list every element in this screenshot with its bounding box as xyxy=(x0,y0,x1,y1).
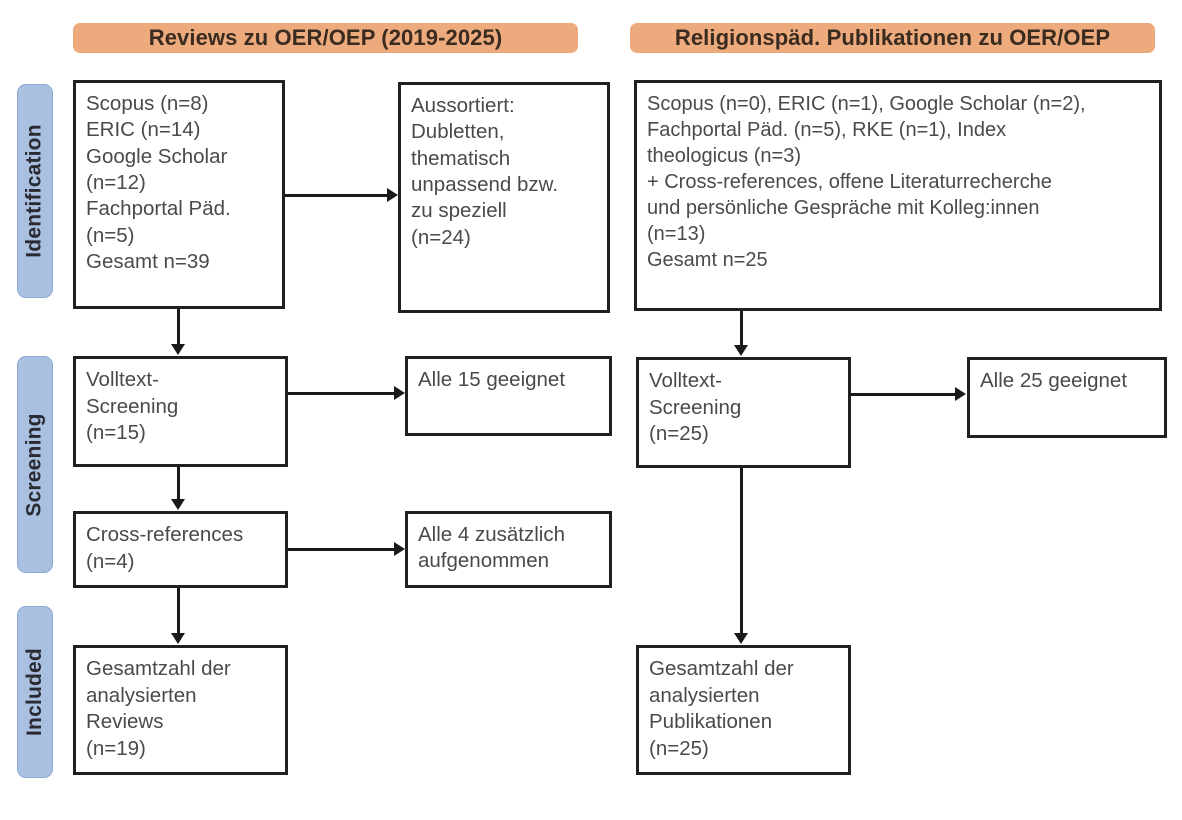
box-reviews-crossrefs-text: Cross-references (n=4) xyxy=(86,523,244,573)
box-reviews-crossrefs: Cross-references (n=4) xyxy=(73,511,288,588)
box-reviews-crossrefs-result-text: Alle 4 zusätzlich aufgenommen xyxy=(418,523,565,573)
column-header-reviews-label: Reviews zu OER/OEP (2019-2025) xyxy=(148,25,503,50)
box-reviews-excluded: Aussortiert: Dubletten, thematisch unpas… xyxy=(398,82,610,313)
box-reviews-crossrefs-result: Alle 4 zusätzlich aufgenommen xyxy=(405,511,612,588)
box-religionspaed-included-total: Gesamtzahl der analysierten Publikatione… xyxy=(636,645,851,775)
connector-reviews-sources-to-fulltext xyxy=(177,309,180,345)
connector-reviews-fulltext-to-result xyxy=(288,392,395,395)
box-religionspaed-sources-text: Scopus (n=0), ERIC (n=1), Google Scholar… xyxy=(647,93,1086,271)
box-religionspaed-sources: Scopus (n=0), ERIC (n=1), Google Scholar… xyxy=(634,80,1162,311)
column-header-religionspaed-label: Religionspäd. Publikationen zu OER/OEP xyxy=(674,25,1111,50)
box-reviews-fulltext-text: Volltext- Screening (n=15) xyxy=(86,368,179,445)
box-reviews-excluded-text: Aussortiert: Dubletten, thematisch unpas… xyxy=(411,94,559,249)
column-header-religionspaed: Religionspäd. Publikationen zu OER/OEP xyxy=(630,23,1155,53)
connector-reviews-fulltext-to-crossrefs xyxy=(177,467,180,500)
arrowhead-reviews-fulltext-to-crossrefs xyxy=(171,499,185,510)
arrowhead-reviews-sources-to-excluded xyxy=(387,188,398,202)
box-religionspaed-fulltext-result: Alle 25 geeignet xyxy=(967,357,1167,438)
arrowhead-religionspaed-sources-to-fulltext xyxy=(734,345,748,356)
connector-reviews-sources-to-excluded xyxy=(285,194,388,197)
box-religionspaed-fulltext: Volltext- Screening (n=25) xyxy=(636,357,851,468)
connector-religionspaed-sources-to-fulltext xyxy=(740,311,743,346)
stage-pill-identification: Identification xyxy=(17,84,53,298)
arrowhead-reviews-crossrefs-to-result xyxy=(394,542,405,556)
arrowhead-religionspaed-fulltext-to-result xyxy=(955,387,966,401)
arrowhead-religionspaed-fulltext-to-included xyxy=(734,633,748,644)
box-reviews-fulltext-result: Alle 15 geeignet xyxy=(405,356,612,436)
connector-religionspaed-fulltext-to-result xyxy=(851,393,956,396)
stage-label-identification: Identification xyxy=(23,124,46,258)
arrowhead-reviews-crossrefs-to-included xyxy=(171,633,185,644)
stage-pill-included: Included xyxy=(17,606,53,778)
stage-pill-screening: Screening xyxy=(17,356,53,573)
box-reviews-fulltext-result-text: Alle 15 geeignet xyxy=(418,368,566,391)
arrowhead-reviews-fulltext-to-result xyxy=(394,386,405,400)
box-religionspaed-fulltext-text: Volltext- Screening (n=25) xyxy=(649,369,742,446)
box-reviews-included-total-text: Gesamtzahl der analysierten Reviews (n=1… xyxy=(86,657,231,760)
box-reviews-fulltext: Volltext- Screening (n=15) xyxy=(73,356,288,467)
connector-religionspaed-fulltext-to-included xyxy=(740,468,743,634)
connector-reviews-crossrefs-to-included xyxy=(177,588,180,634)
arrowhead-reviews-sources-to-fulltext xyxy=(171,344,185,355)
box-religionspaed-fulltext-result-text: Alle 25 geeignet xyxy=(980,369,1128,392)
box-religionspaed-included-total-text: Gesamtzahl der analysierten Publikatione… xyxy=(649,657,794,760)
connector-reviews-crossrefs-to-result xyxy=(288,548,395,551)
box-reviews-included-total: Gesamtzahl der analysierten Reviews (n=1… xyxy=(73,645,288,775)
stage-label-included: Included xyxy=(23,648,47,736)
box-reviews-sources-text: Scopus (n=8) ERIC (n=14) Google Scholar … xyxy=(86,92,231,273)
box-reviews-sources: Scopus (n=8) ERIC (n=14) Google Scholar … xyxy=(73,80,285,309)
stage-label-screening: Screening xyxy=(23,412,46,517)
column-header-reviews: Reviews zu OER/OEP (2019-2025) xyxy=(73,23,578,53)
